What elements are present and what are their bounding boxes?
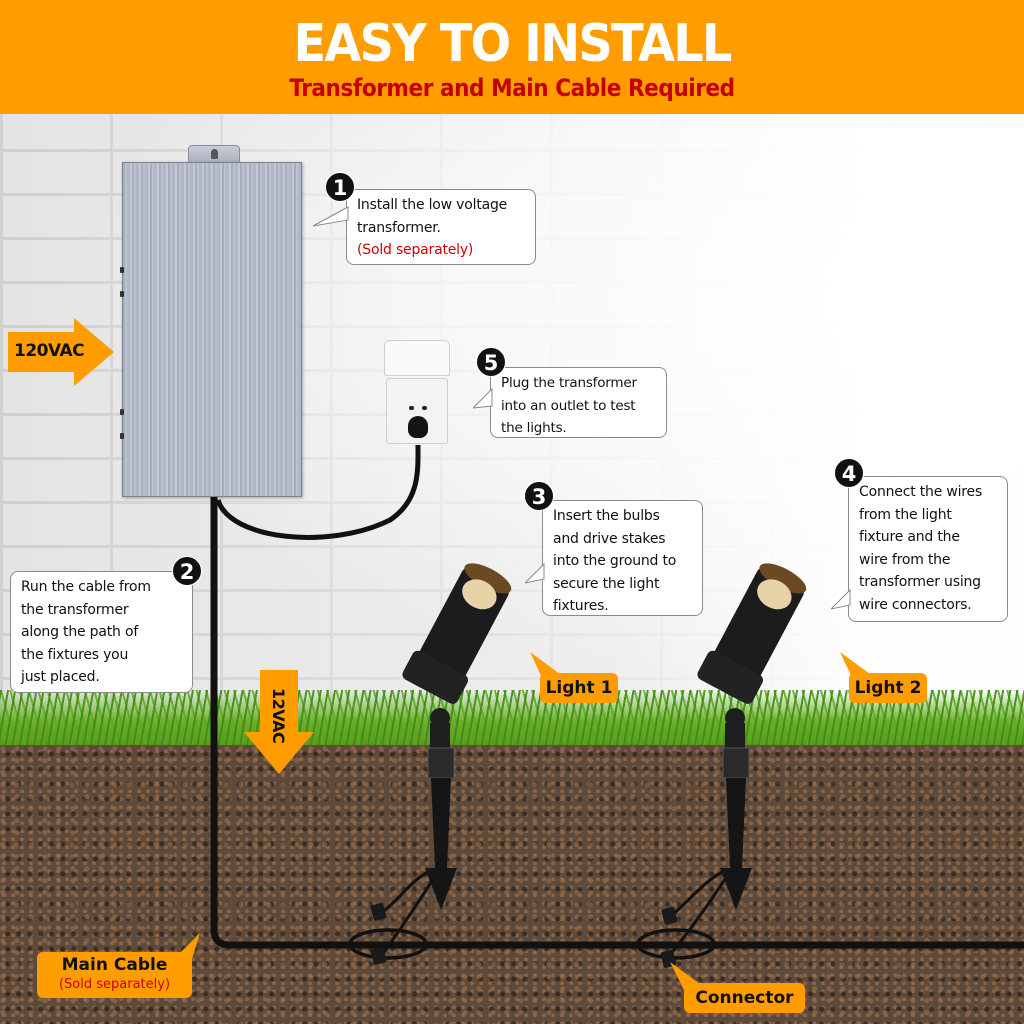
step-3-badge: 3 (524, 481, 554, 511)
step-2-callout: Run the cable from the transformer along… (10, 571, 193, 693)
step-2-badge: 2 (172, 556, 202, 586)
main-cable-note: (Sold separately) (58, 977, 171, 992)
step-2-line: the fixtures you (21, 646, 129, 663)
step-1-line: transformer. (357, 219, 441, 236)
step-3-callout: Insert the bulbs and drive stakes into t… (525, 500, 703, 616)
step-3-line: into the ground to (553, 553, 677, 569)
step-4-line: from the light (859, 506, 952, 523)
step-1-badge: 1 (325, 172, 355, 202)
step-5-callout: Plug the transformer into an outlet to t… (473, 367, 667, 438)
transformer-side-knob (120, 433, 124, 439)
step-3-line: Insert the bulbs (553, 508, 660, 524)
step-1-callout: Install the low voltage transformer. (So… (313, 189, 536, 265)
step-4-callout: Connect the wires from the light fixture… (831, 476, 1008, 622)
outlet-plate (386, 378, 448, 444)
spotlight-icon (402, 563, 512, 910)
step-5-badge: 5 (476, 347, 506, 377)
step-1-note: (Sold separately) (357, 242, 474, 258)
callout-tail (473, 388, 493, 409)
step-3-line: and drive stakes (553, 530, 666, 547)
step-4-line: wire from the (859, 551, 951, 568)
light-fixture-1 (385, 548, 515, 918)
arrow-right-icon (8, 318, 114, 386)
light1-tag: Light 1 (540, 673, 618, 703)
step-5-line: Plug the transformer (501, 375, 637, 391)
power-plug (408, 416, 428, 438)
page-title: EASY TO INSTALL (293, 14, 732, 74)
connector-tag: Connector (684, 983, 805, 1013)
step-2-line: the transformer (21, 601, 129, 618)
low-voltage-transformer (120, 162, 302, 497)
outlet-slot (422, 406, 427, 410)
transformer-side-knob (120, 267, 124, 273)
outlet-cover (384, 340, 450, 376)
step-4-line: fixture and the (859, 529, 960, 545)
step-4-badge: 4 (834, 458, 864, 488)
step-2-line: Run the cable from (21, 579, 151, 595)
step-2-line: just placed. (21, 669, 100, 685)
outlet-slot (409, 406, 414, 410)
step-4-line: Connect the wires (859, 484, 983, 500)
output-voltage-arrow: 12VAC (244, 670, 314, 774)
step-5-line: the lights. (501, 420, 567, 436)
light2-tag: Light 2 (849, 673, 927, 703)
main-cable-label: Main Cable (61, 955, 168, 975)
step-4-line: wire connectors. (859, 596, 972, 613)
transformer-side-knob (120, 409, 124, 415)
step-5-line: into an outlet to test (501, 397, 636, 414)
page-subtitle: Transformer and Main Cable Required (289, 74, 735, 102)
step-4-line: transformer using (859, 574, 981, 590)
transformer-side-knob (120, 291, 124, 297)
main-cable-tag: Main Cable (Sold separately) (37, 952, 192, 998)
output-voltage-label: 12VAC (269, 688, 288, 744)
callout-tail (313, 206, 349, 227)
step-3-line: fixtures. (553, 598, 609, 614)
weatherproof-outlet (384, 340, 450, 444)
input-voltage-arrow: 120VAC (8, 318, 114, 386)
callout-tail (831, 589, 851, 610)
header-banner: EASY TO INSTALL Transformer and Main Cab… (0, 0, 1024, 114)
callout-tail (525, 563, 545, 584)
step-1-line: Install the low voltage (357, 197, 508, 213)
step-2-line: along the path of (21, 624, 139, 640)
step-3-line: secure the light (553, 575, 660, 592)
input-voltage-label: 120VAC (14, 341, 85, 361)
